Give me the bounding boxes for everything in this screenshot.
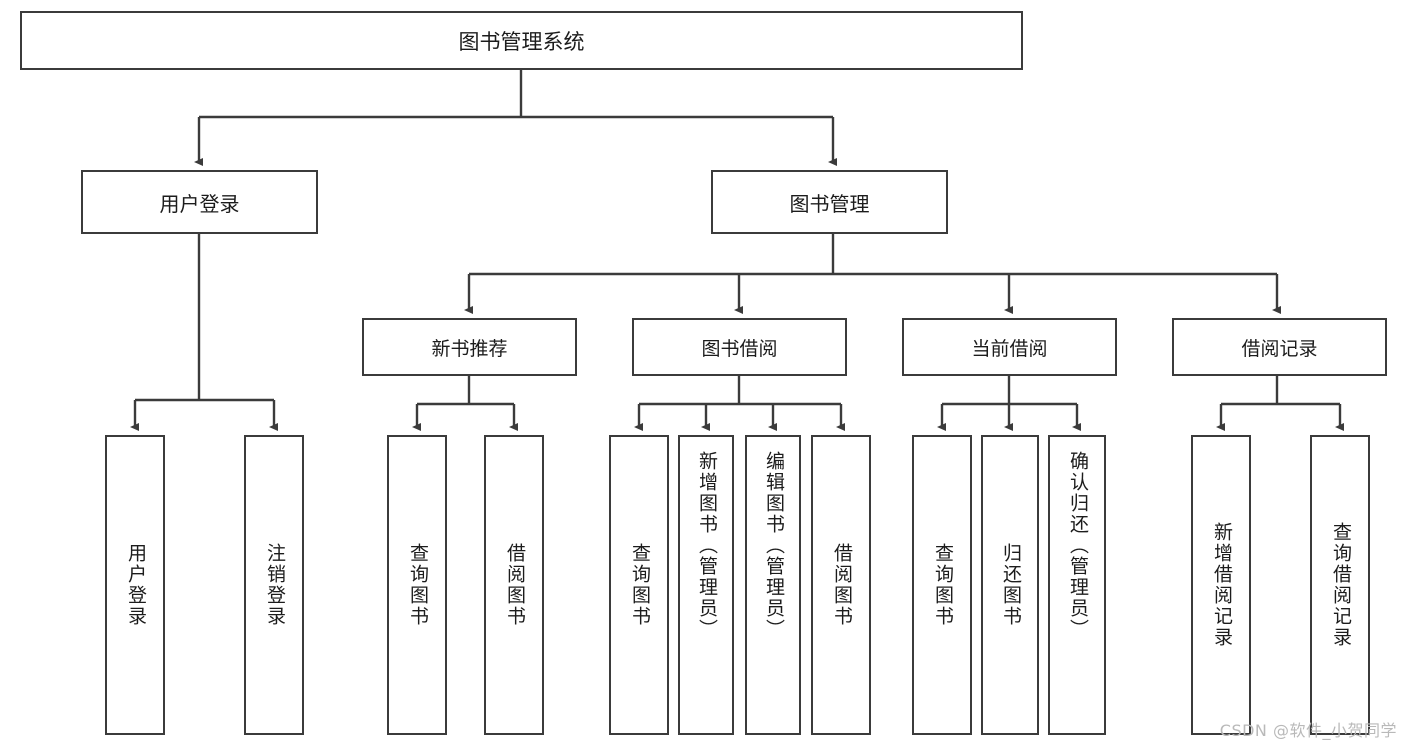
node-label: 新增借阅记录 — [1210, 522, 1233, 648]
node-book-management[interactable]: 图书管理 — [711, 170, 948, 234]
node-label: 查询图书 — [931, 543, 954, 627]
leaf-user-login-login[interactable]: 用户登录 — [105, 435, 165, 735]
node-label: 借阅图书 — [830, 543, 853, 627]
leaf-current-borrow-confirm-return-admin[interactable]: 确认归还（管理员） — [1048, 435, 1106, 735]
node-label: 确认归还（管理员） — [1066, 451, 1089, 640]
node-label: 图书管理系统 — [458, 29, 585, 54]
node-root-book-management-system[interactable]: 图书管理系统 — [20, 11, 1023, 70]
node-label: 用户登录 — [159, 191, 240, 216]
node-borrow-record[interactable]: 借阅记录 — [1172, 318, 1387, 376]
leaf-user-login-logout[interactable]: 注销登录 — [244, 435, 304, 735]
node-user-login[interactable]: 用户登录 — [81, 170, 318, 234]
node-book-borrow[interactable]: 图书借阅 — [632, 318, 847, 376]
leaf-current-borrow-return-book[interactable]: 归还图书 — [981, 435, 1039, 735]
node-label: 图书管理 — [789, 191, 870, 216]
node-label: 借阅图书 — [503, 543, 526, 627]
node-label: 借阅记录 — [1241, 337, 1318, 360]
node-label: 新书推荐 — [431, 337, 508, 360]
node-label: 注销登录 — [263, 543, 286, 627]
node-label: 归还图书 — [999, 543, 1022, 627]
csdn-watermark: CSDN @软件_小贺同学 — [1219, 721, 1397, 740]
node-label: 编辑图书（管理员） — [762, 451, 785, 640]
leaf-borrow-record-query-record[interactable]: 查询借阅记录 — [1310, 435, 1370, 735]
node-label: 查询图书 — [628, 543, 651, 627]
node-label: 新增图书（管理员） — [695, 451, 718, 640]
leaf-new-book-borrow-book[interactable]: 借阅图书 — [484, 435, 544, 735]
leaf-current-borrow-query-book[interactable]: 查询图书 — [912, 435, 972, 735]
leaf-book-borrow-borrow-book[interactable]: 借阅图书 — [811, 435, 871, 735]
leaf-book-borrow-edit-book-admin[interactable]: 编辑图书（管理员） — [745, 435, 801, 735]
leaf-borrow-record-add-record[interactable]: 新增借阅记录 — [1191, 435, 1251, 735]
leaf-book-borrow-add-book-admin[interactable]: 新增图书（管理员） — [678, 435, 734, 735]
node-label: 当前借阅 — [971, 337, 1048, 360]
node-label: 图书借阅 — [701, 337, 778, 360]
node-current-borrow[interactable]: 当前借阅 — [902, 318, 1117, 376]
node-label: 查询借阅记录 — [1329, 522, 1352, 648]
node-label: 用户登录 — [124, 543, 147, 627]
leaf-book-borrow-query-book[interactable]: 查询图书 — [609, 435, 669, 735]
node-new-book-recommend[interactable]: 新书推荐 — [362, 318, 577, 376]
leaf-new-book-query-book[interactable]: 查询图书 — [387, 435, 447, 735]
node-label: 查询图书 — [406, 543, 429, 627]
